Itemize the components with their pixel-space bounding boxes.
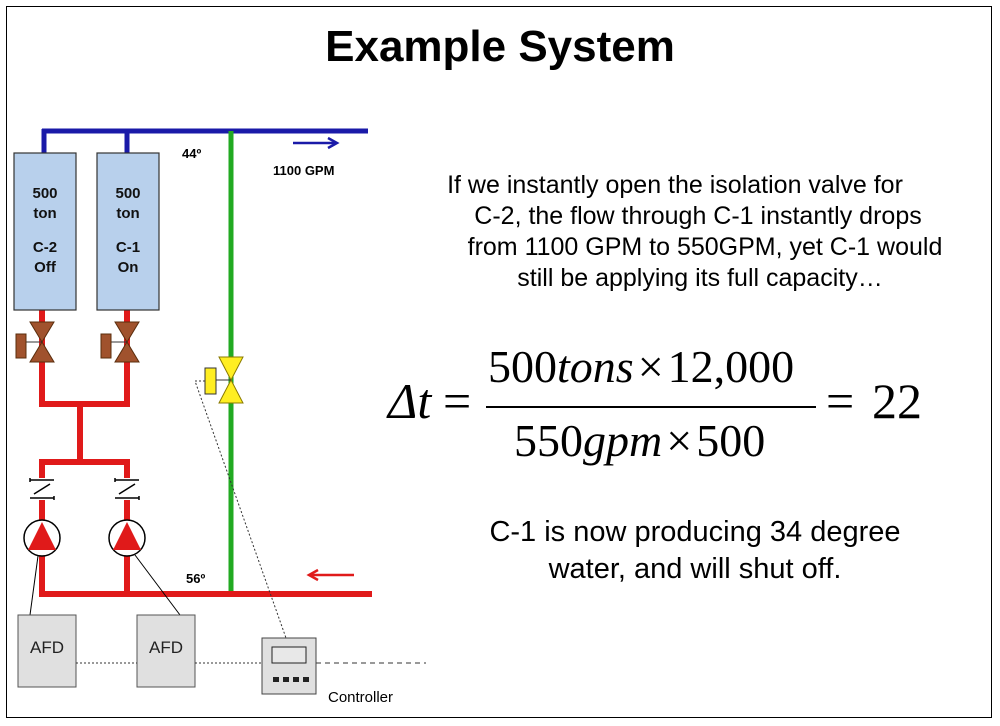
afd-c1 — [136, 614, 196, 688]
numerator-value: 500 — [488, 341, 557, 392]
slide-title: Example System — [325, 22, 675, 71]
isolation-valve-c1 — [100, 321, 140, 363]
slide-frame — [6, 6, 992, 718]
isolation-valve-c2 — [15, 321, 55, 363]
equation-result: 22 — [872, 373, 922, 429]
supply-flow-arrow — [293, 136, 340, 150]
return-pipe — [39, 310, 372, 597]
explanation-line-1: If we instantly open the isolation valve… — [447, 171, 903, 199]
bypass-valve — [204, 356, 244, 404]
chiller-c1-name: C-1 — [115, 239, 141, 256]
return-temp-label: 56º — [186, 571, 206, 586]
chiller-c1-label: 500 ton C-1 On — [97, 184, 159, 278]
control-signal-lines — [76, 380, 426, 664]
denominator-times: × — [666, 415, 693, 466]
check-valve-c1 — [114, 478, 140, 500]
check-valve-c2 — [29, 478, 55, 500]
equation-equals-2: = — [826, 373, 855, 429]
explanation-line-4: still be applying its full capacity… — [517, 264, 883, 292]
equation-denominator: 550gpm×500 — [514, 414, 765, 467]
chiller-c1-capacity: 500 — [115, 185, 141, 202]
equation-equals-1: = — [443, 373, 472, 429]
pump-c2 — [23, 519, 61, 557]
fraction-bar — [486, 406, 816, 408]
chiller-c2 — [13, 152, 77, 311]
afd-c2 — [17, 614, 77, 688]
conclusion-paragraph: C-1 is now producing 34 degree water, an… — [430, 514, 960, 588]
pump-afd-wires — [29, 554, 181, 616]
chiller-c2-name: C-2 — [32, 239, 58, 256]
denominator-unit: gpm — [583, 415, 663, 466]
conclusion-line-1: C-1 is now producing 34 degree — [489, 516, 901, 548]
chiller-c1-state: On — [117, 259, 139, 276]
equation-numerator: 500tons×12,000 — [488, 340, 794, 393]
conclusion-line-2: water, and will shut off. — [548, 553, 842, 585]
controller-label: Controller — [328, 689, 394, 706]
denominator-value: 550 — [514, 415, 583, 466]
pump-c1 — [108, 519, 146, 557]
chiller-c1-unit: ton — [116, 205, 140, 222]
numerator-times: × — [637, 341, 664, 392]
supply-temp-label: 44º — [182, 146, 202, 161]
afd-c2-label: AFD — [30, 638, 64, 657]
chiller-c2-state: Off — [34, 259, 56, 276]
chiller-c2-unit: ton — [33, 205, 57, 222]
chiller-c2-capacity: 500 — [32, 185, 58, 202]
numerator-unit: tons — [557, 341, 634, 392]
afd-c1-label: AFD — [149, 638, 183, 657]
chiller-c1 — [96, 152, 160, 311]
explanation-line-2: C-2, the flow through C-1 instantly drop… — [474, 202, 922, 230]
flow-label: 1100 GPM — [273, 163, 335, 178]
chiller-c2-label: 500 ton C-2 Off — [14, 184, 76, 278]
return-flow-arrow — [306, 568, 354, 582]
controller — [261, 637, 317, 695]
supply-pipe — [41, 128, 368, 153]
explanation-paragraph: If we instantly open the isolation valve… — [410, 170, 1000, 294]
explanation-line-3: from 1100 GPM to 550GPM, yet C-1 would — [467, 233, 943, 261]
denominator-multiplier: 500 — [696, 415, 766, 466]
equation-lhs: Δt — [388, 373, 432, 429]
numerator-multiplier: 12,000 — [667, 341, 795, 392]
